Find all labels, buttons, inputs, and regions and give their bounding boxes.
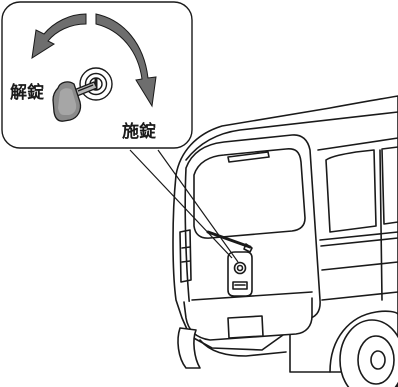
side-window-rear [326,150,376,232]
lock-cylinder-icon [80,68,112,100]
lock-label: 施錠 [122,117,156,142]
van-illustration [173,96,398,387]
rear-bumper [184,298,312,340]
side-window-front [382,147,398,224]
unlock-label: 解錠 [10,78,44,103]
